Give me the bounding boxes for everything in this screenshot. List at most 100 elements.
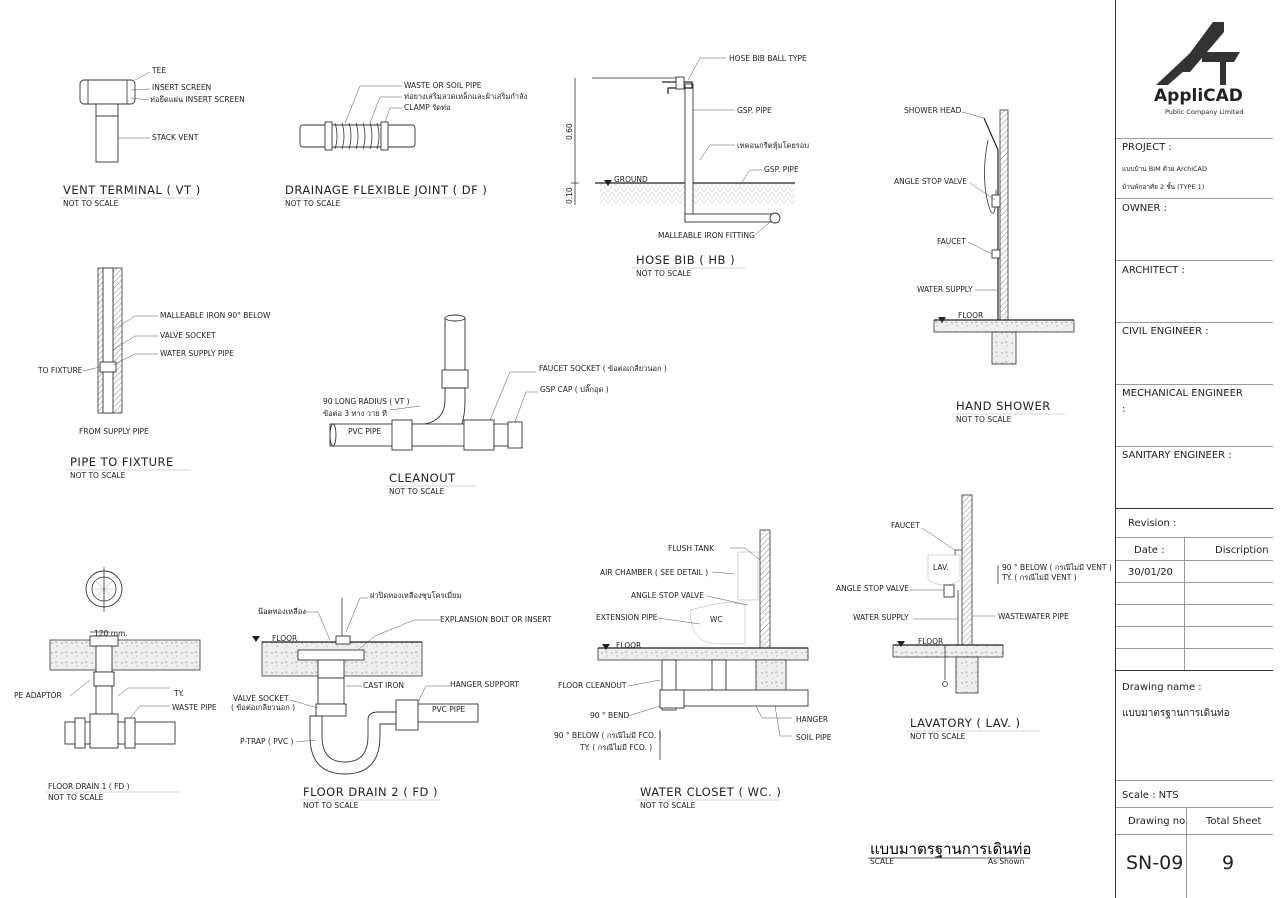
title-block: AppliCAD Public Company Limited PROJECT … [1115,0,1280,898]
fd1-title: FLOOR DRAIN 1 ( FD ) [48,782,130,791]
hb-label-gsp-1: GSP. PIPE [737,106,772,115]
co-scale: NOT TO SCALE [389,487,445,496]
vt-label-stack-vent: STACK VENT [152,133,199,142]
wc-label-cleanout: FLOOR CLEANOUT [558,681,627,690]
date-label: Date : [1134,545,1165,556]
hs-label-supply: WATER SUPPLY [917,285,973,294]
drawing-no-label: Drawing no. [1128,816,1189,827]
drawing-scale-label: SCALE [870,857,894,866]
df-scale: NOT TO SCALE [285,199,341,208]
drawing-name-value: แบบมาตรฐานการเดินท่อ [1122,708,1230,719]
drawing-title-text: แบบมาตรฐานการเดินท่อ [870,840,1031,858]
sanitary-engineer-label: SANITARY ENGINEER : [1122,450,1232,461]
fd2-label-trap: P-TRAP ( PVC ) [240,737,293,746]
owner-label: OWNER : [1122,203,1168,214]
hb-label-ball: HOSE BIB BALL TYPE [729,54,807,63]
project-label: PROJECT : [1122,142,1172,153]
fd2-label-cover: ฝาปิดทองเหลืองชุบโครเมี่ยม [370,590,461,600]
co-title: CLEANOUT [389,471,456,485]
wc-label-wc: WC [710,615,723,624]
floor-drain-2-detail: ฝาปิดทองเหลืองชุบโครเมี่ยม น๊อตทองเหลือง… [231,590,552,810]
hs-label-floor: FLOOR [958,311,983,320]
vent-terminal-detail: TEE INSERT SCREEN ท่อยึดแผ่น INSERT SCRE… [60,66,245,208]
drainage-joint-detail: WASTE OR SOIL PIPE ท่อยางเสริมลวดเหล็กแล… [282,81,528,208]
cleanout-detail: FAUCET SOCKET ( ข้อต่อเกลียวนอก ) GSP CA… [323,314,667,496]
floor-drain-1-detail: 120 mm. PE ADAPTOR TY. WASTE PIPE FLOOR … [14,567,217,802]
architect-label: ARCHITECT : [1122,265,1185,276]
vt-label-insert-screen: INSERT SCREEN [152,83,211,92]
project-line-1: แบบบ้าน BIM ด้วย ArchiCAD [1122,165,1207,173]
lav-label-ty: TY. ( กรณีไม่มี VENT ) [1001,573,1077,582]
hb-label-ground: GROUND [614,175,648,184]
vt-scale: NOT TO SCALE [63,199,119,208]
hb-scale: NOT TO SCALE [636,269,692,278]
hb-label-gsp-2: GSP. PIPE [764,165,799,174]
co-label-pvc: PVC PIPE [348,427,382,436]
wc-title: WATER CLOSET ( WC. ) [640,785,781,799]
co-label-radius: 90 LONG RADIUS ( VT ) [323,397,410,406]
wc-label-tank: FLUSH TANK [668,544,715,553]
lav-label-floor: FLOOR [918,637,943,646]
pf-label-fixture: TO FIXTURE [37,366,83,375]
wc-label-hanger: HANGER [796,715,828,724]
vt-title: VENT TERMINAL ( VT ) [63,183,201,197]
applicad-logo-icon [1156,22,1240,85]
df-title: DRAINAGE FLEXIBLE JOINT ( DF ) [285,183,487,197]
lav-label-below: 90 ° BELOW ( กรณีไม่มี VENT ) [1002,563,1112,572]
company-sub: Public Company Limited [1165,108,1244,116]
water-closet-detail: WC FLUSH TANK AIR CHAMBER ( SEE DETAIL )… [554,529,832,810]
mechanical-engineer-colon: : [1122,404,1126,415]
fd2-label-floor: FLOOR [272,634,297,643]
fd2-label-iron: CAST IRON [363,681,404,690]
hb-title: HOSE BIB ( HB ) [636,253,735,267]
company-name: AppliCAD [1154,86,1243,106]
hs-label-head: SHOWER HEAD [904,106,962,115]
fd1-label-120: 120 mm. [94,629,128,638]
fd1-label-ty: TY. [173,689,184,698]
hb-label-concrete: เทคอนกรีตหุ้มโดยรอบ [737,141,809,150]
fd1-scale: NOT TO SCALE [48,793,104,802]
fd2-scale: NOT TO SCALE [303,801,359,810]
wc-label-ty: TY. ( กรณีไม่มี FCO. ) [579,743,652,752]
pf-scale: NOT TO SCALE [70,471,126,480]
revision-date: 30/01/20 [1128,567,1173,578]
df-label-waste-pipe: WASTE OR SOIL PIPE [404,81,482,90]
fd2-label-bolt: EXPLANSION BOLT OR INSERT [440,615,552,624]
lav-label-waste: WASTEWATER PIPE [998,612,1069,621]
co-label-socket: FAUCET SOCKET ( ข้อต่อเกลียวนอก ) [539,364,667,373]
fd1-label-adaptor: PE ADAPTOR [14,691,62,700]
fd2-label-nut: น๊อตทองเหลือง [258,607,306,616]
lavatory-detail: LAV. FAUCET 90 ° BELOW ( กรณีไม่มี VENT … [836,494,1112,741]
wc-label-extension: EXTENSION PIPE [596,613,658,622]
fd2-label-valve: VALVE SOCKET [233,694,289,703]
hb-label-height: 0.60 [565,123,574,140]
lav-scale: NOT TO SCALE [910,732,966,741]
wc-label-valve: ANGLE STOP VALVE [631,591,704,600]
pf-label-from: FROM SUPPLY PIPE [79,427,149,436]
hand-shower-detail: SHOWER HEAD ANGLE STOP VALVE FAUCET WATE… [894,106,1075,424]
fd2-title: FLOOR DRAIN 2 ( FD ) [303,785,438,799]
wc-label-below: 90 ° BELOW ( กรณีไม่มี FCO. ) [554,731,661,740]
drawing-name-label: Drawing name : [1122,682,1202,693]
hs-scale: NOT TO SCALE [956,415,1012,424]
fd2-label-valve-th: ( ข้อต่อเกลียวนอก ) [231,703,295,712]
hs-label-faucet: FAUCET [937,237,966,246]
wc-label-soil: SOIL PIPE [796,733,832,742]
mechanical-engineer-label: MECHANICAL ENGINEER [1122,388,1243,399]
co-label-ty: ข้อต่อ 3 ทาง วาย ที [323,409,387,418]
wc-label-floor: FLOOR [616,641,641,650]
hs-label-valve: ANGLE STOP VALVE [894,177,967,186]
lav-label-lav: LAV. [933,563,949,572]
revision-label: Revision : [1128,518,1177,529]
pf-label-supply: WATER SUPPLY PIPE [160,349,234,358]
hb-label-depth: 0.10 [565,187,574,204]
vt-label-tee: TEE [151,66,166,75]
wc-scale: NOT TO SCALE [640,801,696,810]
wc-label-air: AIR CHAMBER ( SEE DETAIL ) [600,568,708,577]
pipe-fixture-detail: MALLEABLE IRON 90° BELOW VALVE SOCKET WA… [37,267,271,480]
scale-text: Scale : NTS [1122,790,1179,801]
pf-title: PIPE TO FIXTURE [70,455,174,469]
drawing-scale-value: As Shown [988,857,1025,866]
total-sheet-label: Total Sheet [1206,816,1262,827]
